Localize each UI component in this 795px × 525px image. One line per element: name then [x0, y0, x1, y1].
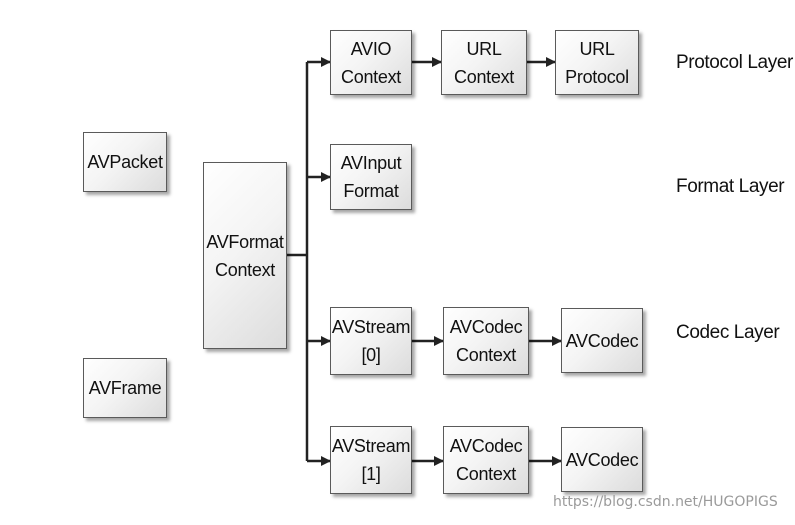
- avcodec-1-box: AVCodec: [561, 427, 643, 492]
- box-label-line: AVCodec: [565, 449, 639, 470]
- box-label-line: URL: [466, 38, 502, 59]
- box-label-line: AVCodec: [565, 330, 639, 351]
- codec-layer-label: Codec Layer: [676, 322, 780, 343]
- box-label-line: Context: [341, 66, 401, 87]
- box-label-line: Context: [454, 66, 514, 87]
- box-label-line: AVFormat: [206, 231, 284, 252]
- box-label-line: [0]: [361, 345, 381, 365]
- box-label-line: Context: [456, 345, 516, 365]
- box-label-line: AVIO: [350, 38, 392, 59]
- box-label-line: AVFrame: [88, 378, 162, 398]
- box-label-line: AVStream: [331, 317, 411, 337]
- url-protocol-box: URL Protocol: [555, 30, 639, 95]
- box-label-line: AVStream: [331, 436, 411, 456]
- avframe-box: AVFrame: [83, 358, 167, 418]
- box-label-line: Protocol: [565, 66, 629, 87]
- box-label-line: [1]: [361, 464, 381, 484]
- box-label-line: Format: [343, 181, 399, 201]
- box-label-line: AVInput: [340, 153, 402, 173]
- avio-context-box: AVIO Context: [330, 30, 412, 95]
- box-label-line: URL: [579, 38, 615, 59]
- format-layer-label: Format Layer: [676, 176, 785, 197]
- protocol-layer-label: Protocol Layer: [676, 52, 793, 73]
- box-label-line: Context: [215, 259, 275, 280]
- box-label-line: Context: [456, 464, 516, 484]
- box-label-line: AVPacket: [87, 152, 163, 172]
- url-context-box: URL Context: [441, 30, 527, 95]
- watermark-text: https://blog.csdn.net/HUGOPIGS: [553, 494, 778, 510]
- avpacket-box: AVPacket: [83, 132, 167, 192]
- avstream-0-box: AVStream [0]: [330, 307, 412, 375]
- box-label-line: AVCodec: [449, 436, 523, 456]
- avstream-1-box: AVStream [1]: [330, 426, 412, 494]
- box-label-line: AVCodec: [449, 317, 523, 337]
- avcodec-0-box: AVCodec: [561, 308, 643, 373]
